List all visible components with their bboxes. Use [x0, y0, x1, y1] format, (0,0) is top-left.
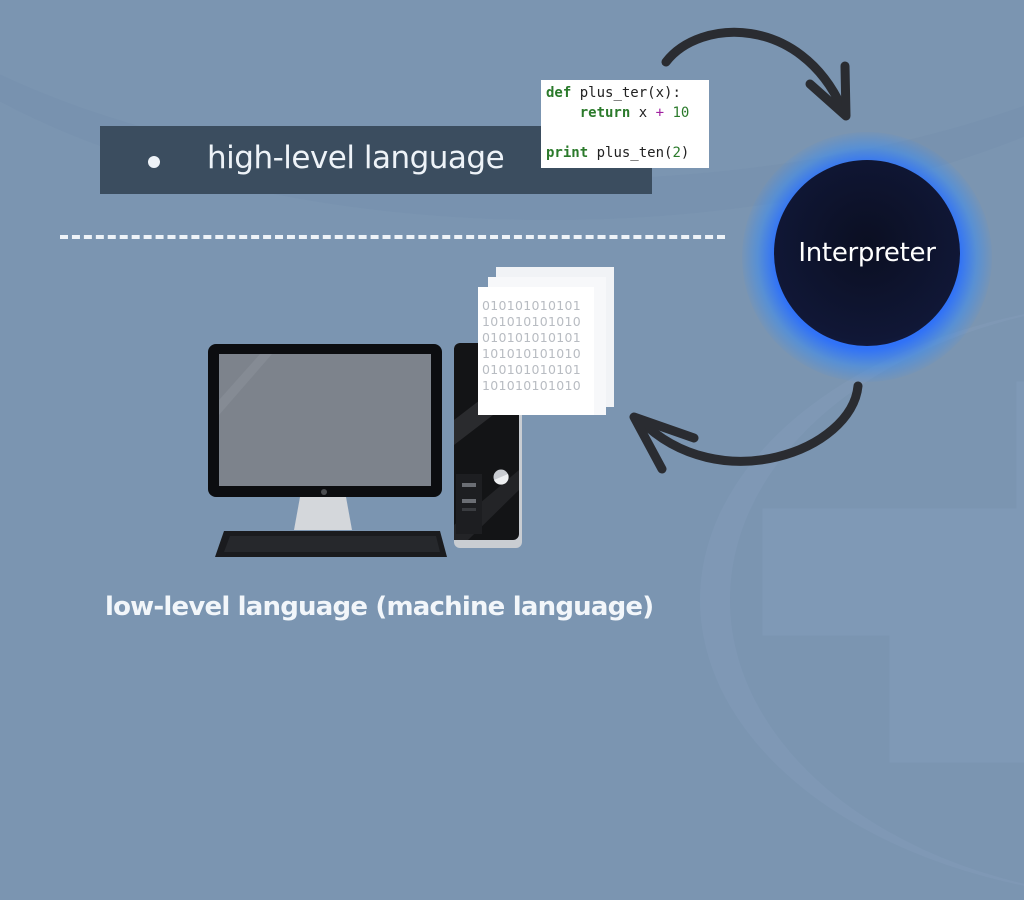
code-text: plus_ter(x): — [571, 85, 681, 101]
dashed-divider — [60, 235, 725, 239]
binary-line: 101010101010 — [482, 314, 582, 329]
code-paren: ) — [680, 145, 690, 161]
code-line: print plus_ten(2) — [546, 143, 709, 163]
paper-sheet — [478, 287, 594, 415]
code-line: def plus_ter(x): — [546, 83, 709, 103]
code-text: plus_ten — [588, 145, 665, 161]
binary-line: 101010101010 — [482, 346, 582, 361]
computer-monitor — [208, 344, 442, 530]
code-keyword: def — [546, 85, 572, 101]
code-operator: + — [655, 105, 665, 121]
bullet-icon — [148, 156, 160, 168]
computer-illustration — [208, 343, 522, 557]
interpreter-label: Interpreter — [798, 238, 936, 268]
binary-line: 010101010101 — [482, 362, 582, 377]
code-keyword: print — [546, 145, 589, 161]
binary-document-stack: 010101010101 101010101010 010101010101 1… — [474, 262, 614, 415]
interpreter-circle: Interpreter — [774, 160, 960, 346]
binary-code: 010101010101 101010101010 010101010101 1… — [482, 298, 581, 394]
monitor-screen — [219, 354, 431, 486]
binary-line: 010101010101 — [482, 298, 582, 313]
code-paren: ( — [664, 145, 673, 161]
keyboard — [215, 531, 447, 557]
high-level-label: high-level language — [207, 140, 505, 176]
code-keyword: return — [579, 105, 631, 121]
binary-line: 101010101010 — [482, 378, 582, 393]
code-number: 2 — [672, 145, 681, 161]
low-level-label: low-level language (machine language) — [105, 592, 654, 622]
binary-line: 010101010101 — [482, 330, 582, 345]
code-text: x — [630, 105, 656, 121]
